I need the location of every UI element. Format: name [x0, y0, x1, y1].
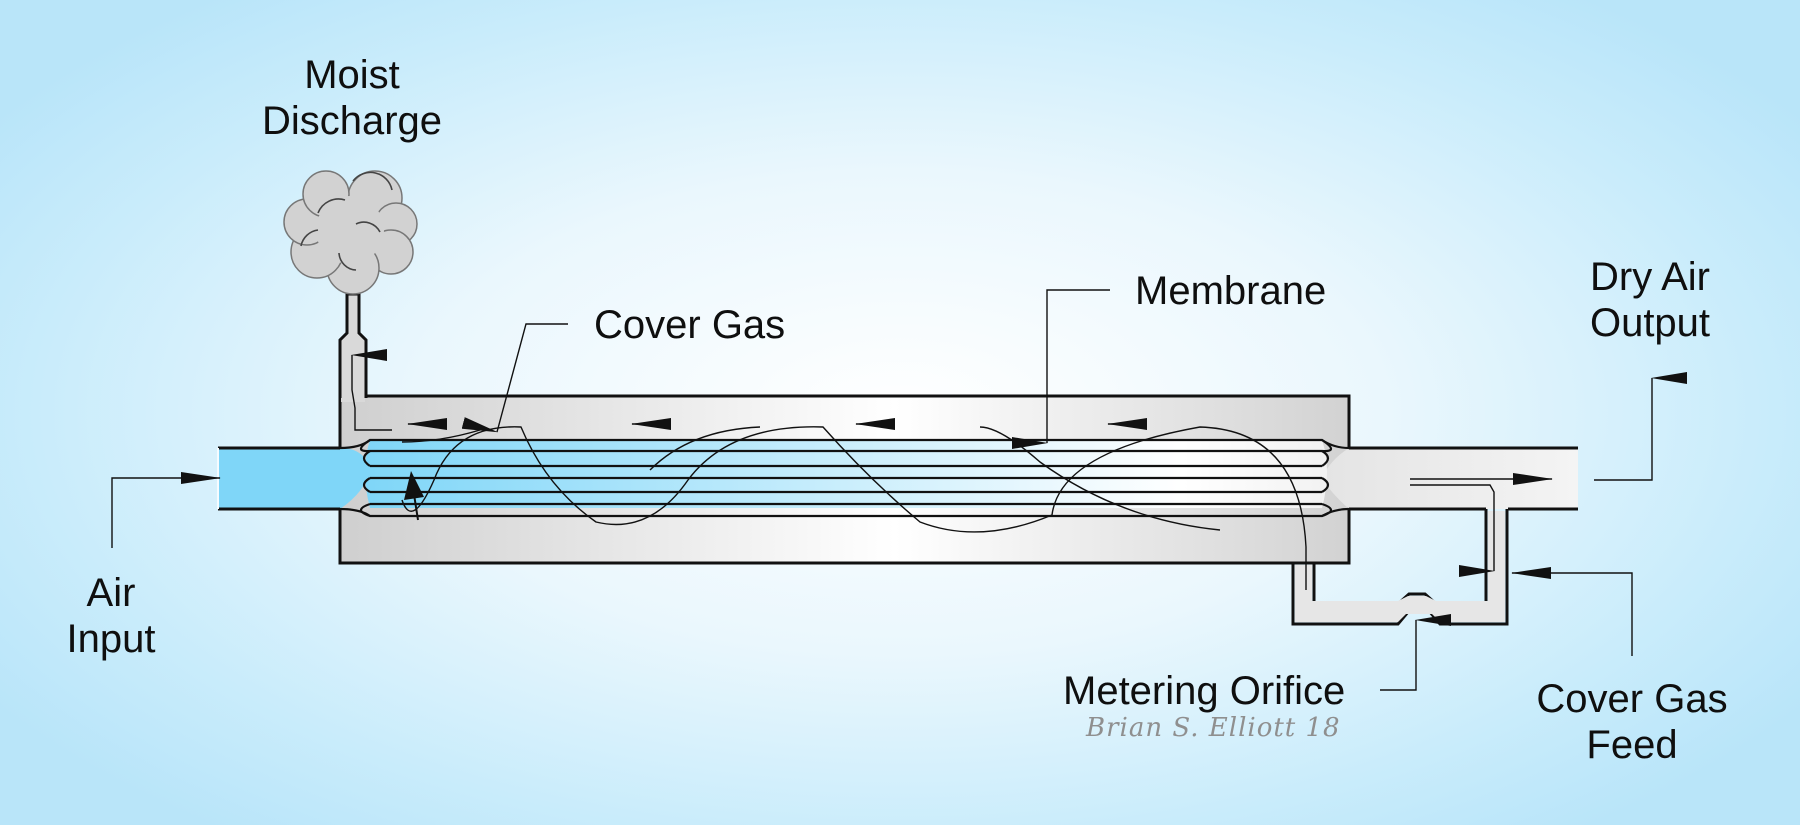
dry-air-output-line-2: Output [1589, 301, 1711, 345]
membrane-label: Membrane [1135, 269, 1327, 313]
moist-discharge-line-1: Moist [304, 53, 400, 97]
air-inlet-pipe [217, 446, 370, 511]
cover-gas-label: Cover Gas [594, 303, 786, 347]
cloud-detail [300, 171, 393, 271]
cover-gas-arrows [351, 349, 1553, 577]
dry-air-output-line-1: Dry Air [1590, 255, 1710, 299]
dry-air-output-label: Dry Air Output [1573, 254, 1727, 346]
up-arrow-bundle [404, 471, 424, 521]
cover-gas-feed-line-1: Cover Gas [1536, 677, 1728, 721]
moisture-cloud-icon [283, 170, 418, 295]
cover-gas-feed-line-2: Feed [1586, 723, 1678, 767]
moist-discharge-line-2: Discharge [261, 99, 443, 143]
air-input-label: Air Input [50, 570, 172, 662]
air-input-line-1: Air [86, 571, 136, 615]
metering-orifice-label: Metering Orifice [1063, 669, 1346, 713]
discharge-stack [338, 292, 368, 402]
moist-discharge-label: Moist Discharge [252, 52, 452, 144]
air-input-line-2: Input [66, 617, 156, 661]
callout-leaders [111, 289, 1687, 691]
loop-fill [1295, 511, 1505, 622]
artist-signature: Brian S. Elliott 18 [1086, 713, 1341, 743]
cover-gas-feed-label: Cover Gas Feed [1522, 676, 1742, 768]
